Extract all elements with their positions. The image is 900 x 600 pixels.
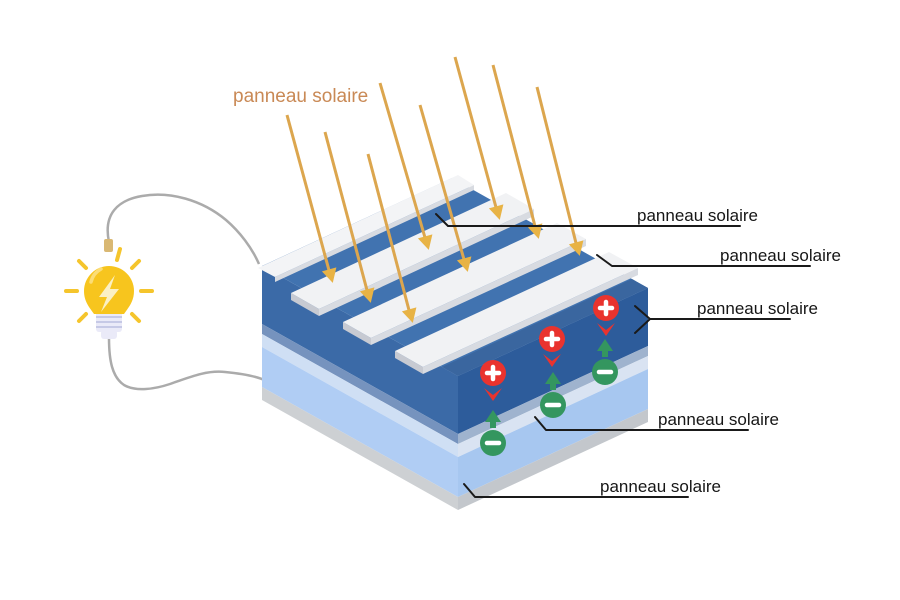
- ray-arrowhead: [456, 256, 472, 272]
- sun-ray: [323, 131, 370, 295]
- callout-line-1: [435, 213, 741, 227]
- wire-bottom: [107, 337, 267, 391]
- busbar-side: [371, 239, 586, 345]
- up-arrow-icon: [597, 339, 613, 357]
- callout-lines: [435, 213, 811, 498]
- negative-charge: [592, 339, 618, 385]
- sun-ray: [285, 114, 332, 275]
- busbar-top: [291, 193, 534, 309]
- callout-label-3: panneau solaire: [697, 299, 818, 318]
- layer-mid-sw-face: [262, 324, 458, 444]
- bulb-ray: [115, 247, 122, 262]
- plus-icon: [543, 330, 561, 348]
- wires: [106, 193, 267, 391]
- sun-ray-arrowheads: [321, 204, 584, 323]
- callout-label-4: panneau solaire: [658, 410, 779, 429]
- busbar-end-cap: [395, 351, 423, 374]
- sun-ray: [418, 104, 467, 264]
- layer-pale-sw-face: [262, 334, 458, 457]
- bulb-base-stripes: [96, 316, 122, 328]
- busbar-top: [395, 252, 638, 367]
- callout-labels: panneau solaire panneau solaire panneau …: [600, 206, 841, 496]
- positive-charge: [593, 295, 619, 336]
- negative-charge: [480, 410, 506, 456]
- busbar-side: [423, 268, 638, 374]
- sun-ray: [491, 64, 538, 231]
- bulb-highlight: [89, 267, 103, 284]
- callout-line-3: [634, 305, 791, 334]
- bulb-ray: [130, 259, 141, 270]
- sun-rays: [285, 56, 579, 315]
- bulb-ray: [77, 312, 88, 323]
- light-bulb-icon: [64, 239, 154, 339]
- up-arrow-icon: [485, 410, 501, 428]
- sun-ray: [535, 86, 579, 248]
- busbar-end-cap: [343, 322, 371, 345]
- bulb-glow-rays: [64, 247, 154, 323]
- wire-top: [106, 193, 261, 265]
- ray-arrowhead: [527, 223, 543, 239]
- callout-line-5: [463, 483, 689, 498]
- busbars: [291, 193, 638, 374]
- down-arrow-icon: [543, 354, 561, 367]
- plus-icon: [484, 364, 502, 382]
- ray-arrowhead: [488, 204, 504, 220]
- negative-charges: [480, 339, 618, 456]
- layer-base-sw-face: [262, 347, 458, 497]
- bulb-top-connector: [104, 239, 113, 252]
- positive-charges: [480, 295, 619, 401]
- callout-line-4: [534, 416, 749, 431]
- layer-base-se-face: [458, 369, 648, 497]
- negative-charge: [540, 372, 566, 418]
- positive-charge: [480, 360, 506, 401]
- lightning-bolt-icon: [99, 275, 119, 312]
- callout-label-1: panneau solaire: [637, 206, 758, 225]
- sun-ray: [366, 153, 412, 315]
- busbar-top: [343, 223, 586, 338]
- plus-icon: [597, 299, 615, 317]
- down-arrow-icon: [597, 323, 615, 336]
- ray-arrowhead: [359, 287, 375, 303]
- bulb-ray: [77, 259, 88, 270]
- bulb-ray: [130, 312, 141, 323]
- busbar-end-cap: [291, 293, 319, 316]
- orange-title-label: panneau solaire: [233, 86, 368, 107]
- ray-arrowhead: [321, 267, 337, 283]
- sun-ray: [453, 56, 499, 212]
- callout-label-5: panneau solaire: [600, 477, 721, 496]
- callout-label-2: panneau solaire: [720, 246, 841, 265]
- layer-bottom-se-face: [458, 409, 648, 510]
- bulb-bottom-tip: [101, 330, 117, 339]
- down-arrow-icon: [484, 388, 502, 401]
- layer-bottom-sw-face: [262, 387, 458, 510]
- ray-arrowhead: [417, 234, 433, 250]
- up-arrow-icon: [545, 372, 561, 390]
- ray-arrowhead: [401, 307, 417, 323]
- frame-band: [258, 175, 474, 277]
- ray-arrowhead: [568, 240, 584, 256]
- callout-line-2: [596, 254, 811, 267]
- positive-charge: [539, 326, 565, 367]
- sun-ray: [378, 82, 428, 242]
